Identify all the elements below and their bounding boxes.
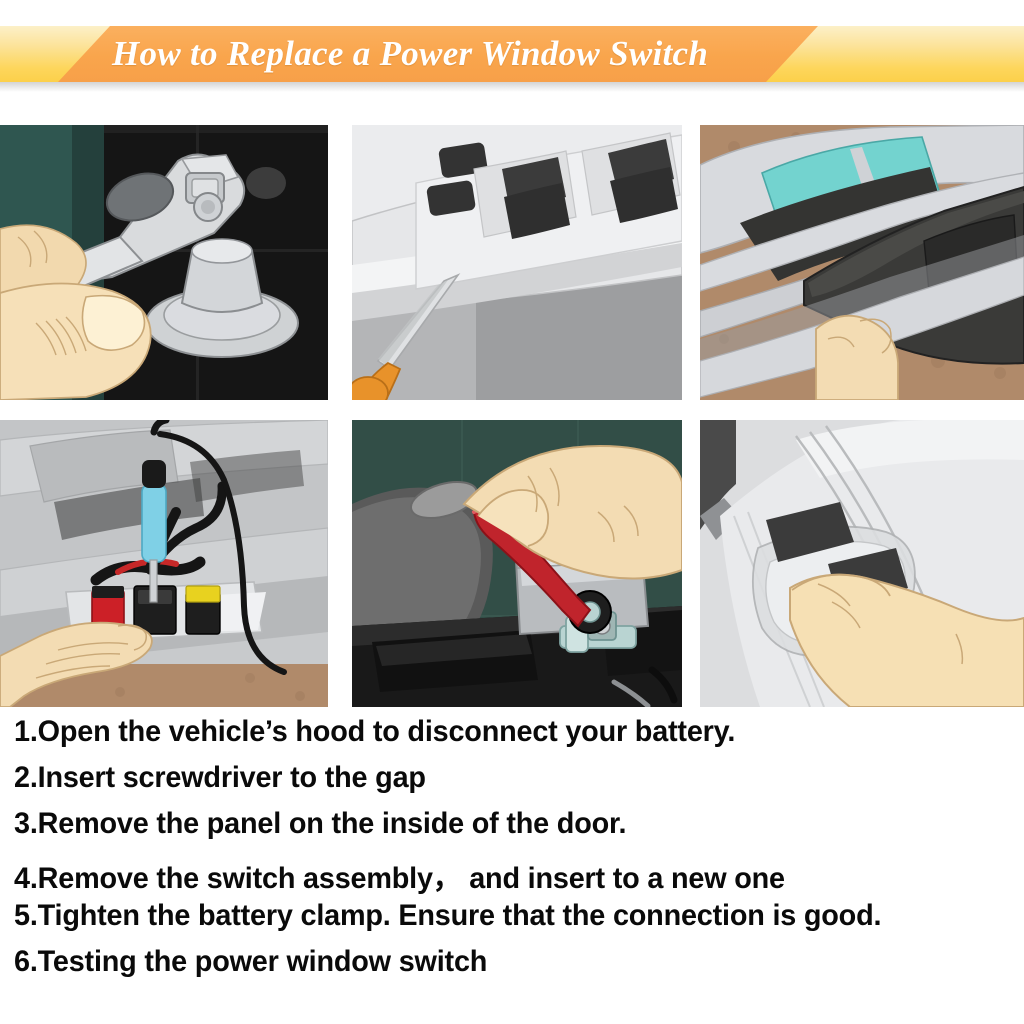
instruction-step-6: 6.Testing the power window switch bbox=[14, 945, 488, 978]
instruction-step-5: 5.Tighten the battery clamp. Ensure that… bbox=[14, 899, 882, 932]
banner-drop-shadow bbox=[0, 82, 1024, 92]
page-title: How to Replace a Power Window Switch bbox=[112, 34, 709, 73]
step-image-5 bbox=[352, 420, 682, 707]
instruction-step-3: 3.Remove the panel on the inside of the … bbox=[14, 807, 627, 840]
instruction-step-4: 4.Remove the switch assembly， and insert… bbox=[14, 862, 785, 895]
instruction-image-grid bbox=[0, 125, 1024, 707]
instruction-step-1: 1.Open the vehicle’s hood to disconnect … bbox=[14, 715, 736, 748]
banner-orange-slab bbox=[58, 26, 818, 82]
step-image-3 bbox=[700, 125, 1024, 400]
header-banner: How to Replace a Power Window Switch bbox=[0, 26, 1024, 82]
step-image-1 bbox=[0, 125, 328, 400]
step-image-4 bbox=[0, 420, 328, 707]
step-image-6 bbox=[700, 420, 1024, 707]
step-image-2 bbox=[352, 125, 682, 400]
instruction-step-2: 2.Insert screwdriver to the gap bbox=[14, 761, 426, 794]
